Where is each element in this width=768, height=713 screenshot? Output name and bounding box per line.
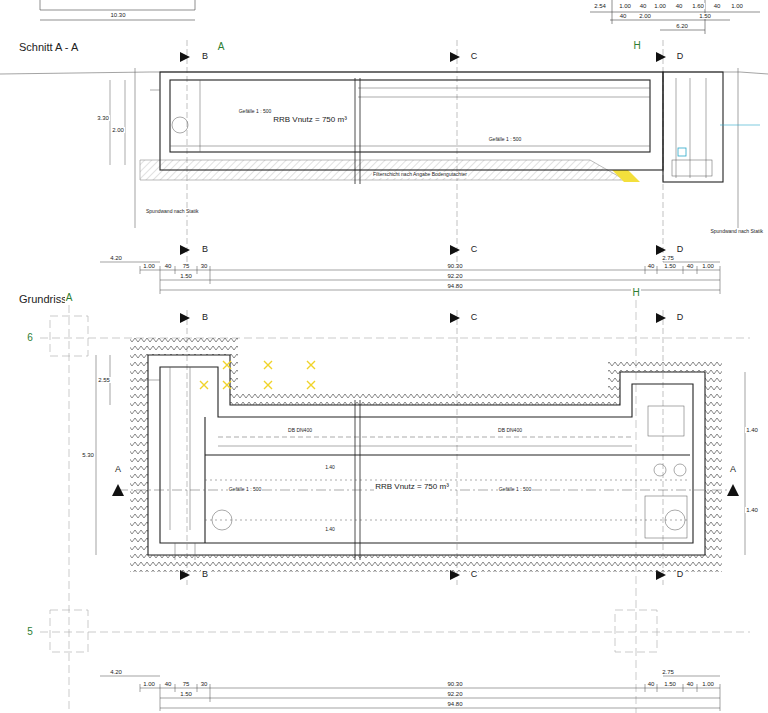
dimension-label: 40 bbox=[647, 263, 656, 269]
section-marker: B bbox=[201, 52, 209, 61]
dimension-label: 40 bbox=[713, 3, 722, 9]
dimension-label: 1.50 bbox=[179, 691, 193, 697]
dimension-label: 30 bbox=[200, 263, 209, 269]
dimension-label: 90.30 bbox=[446, 681, 463, 687]
dimension-label: 1.40 bbox=[324, 465, 336, 470]
dimension-label: 1.50 bbox=[663, 263, 677, 269]
dimension-label: 2.75 bbox=[661, 669, 675, 675]
dimension-label: 1.00 bbox=[730, 3, 744, 9]
text-label: RRB Vnutz = 750 m³ bbox=[374, 483, 450, 491]
dimension-label: 6.20 bbox=[675, 23, 689, 29]
dimension-label: 40 bbox=[639, 3, 648, 9]
dimension-label: 1.00 bbox=[701, 681, 715, 687]
dimension-label: 1.00 bbox=[701, 263, 715, 269]
dimension-label: 1.50 bbox=[179, 273, 193, 279]
dimension-label: 1.00 bbox=[653, 3, 667, 9]
section-marker: D bbox=[676, 245, 685, 254]
section-marker: B bbox=[201, 570, 209, 579]
section-marker: D bbox=[676, 570, 685, 579]
section-marker: H bbox=[631, 288, 640, 299]
dimension-label: 2.75 bbox=[661, 255, 675, 261]
text-label: Gefälle 1 : 500 bbox=[228, 487, 263, 492]
text-label: Spundwand nach Statik bbox=[145, 209, 200, 214]
dimension-label: 40 bbox=[675, 3, 684, 9]
dimension-label: 1.40 bbox=[745, 427, 759, 433]
dimension-label: 40 bbox=[686, 681, 695, 687]
dimension-label: 92.20 bbox=[446, 273, 463, 279]
dimension-label: 94.80 bbox=[446, 283, 463, 289]
dimension-label: 2.55 bbox=[97, 377, 111, 383]
section-marker: H bbox=[632, 41, 641, 52]
section-marker: C bbox=[470, 245, 479, 254]
dimension-label: 1.00 bbox=[618, 3, 632, 9]
section-marker: D bbox=[676, 313, 685, 322]
dimension-label: 90.30 bbox=[446, 263, 463, 269]
dimension-label: 92.20 bbox=[446, 691, 463, 697]
dimension-label: 4.20 bbox=[109, 255, 123, 261]
section-marker: B bbox=[201, 313, 209, 322]
text-label: RRB Vnutz = 750 m³ bbox=[272, 116, 348, 124]
text-label: Grundriss bbox=[18, 294, 68, 306]
section-marker: A bbox=[114, 465, 122, 474]
section-marker: D bbox=[676, 52, 685, 61]
section-marker: A bbox=[217, 42, 226, 53]
dimension-label: 75 bbox=[182, 263, 191, 269]
text-label: Gefälle 1 : 500 bbox=[238, 109, 273, 114]
dimension-label: 1.60 bbox=[691, 3, 705, 9]
section-marker: A bbox=[729, 465, 737, 474]
dimension-label: 1.00 bbox=[142, 681, 156, 687]
dimension-label: 10.30 bbox=[109, 12, 126, 18]
dimension-label: 94.80 bbox=[446, 701, 463, 707]
text-label: DB DN400 bbox=[287, 428, 313, 433]
dimension-label: 40 bbox=[686, 263, 695, 269]
dimension-label: 30 bbox=[200, 681, 209, 687]
grid-number: 5 bbox=[26, 627, 34, 638]
dimension-label: 1.40 bbox=[324, 527, 336, 532]
text-label: Gefälle 1 : 500 bbox=[498, 487, 533, 492]
dimension-label: 2.00 bbox=[638, 13, 652, 19]
dimension-label: 5.30 bbox=[81, 452, 95, 458]
dimension-label: 3.30 bbox=[96, 115, 110, 121]
text-label: Gefälle 1 : 500 bbox=[488, 137, 523, 142]
dimension-label: 75 bbox=[182, 681, 191, 687]
dimension-label: 1.50 bbox=[663, 681, 677, 687]
dimension-label: 40 bbox=[619, 13, 628, 19]
text-label: DB DN400 bbox=[497, 428, 523, 433]
section-marker: A bbox=[65, 293, 74, 304]
dimension-label: 2.00 bbox=[111, 127, 125, 133]
dimension-label: 2.54 bbox=[593, 3, 607, 9]
section-marker: C bbox=[470, 313, 479, 322]
section-marker: C bbox=[470, 52, 479, 61]
text-label: Spundwand nach Statik bbox=[709, 229, 764, 234]
section-marker: B bbox=[201, 245, 209, 254]
section-marker: C bbox=[470, 570, 479, 579]
text-label: Schnitt A - A bbox=[18, 42, 79, 54]
dimension-label: 1.50 bbox=[698, 13, 712, 19]
dimension-label: 4.20 bbox=[109, 669, 123, 675]
dimension-label: 40 bbox=[164, 681, 173, 687]
dimension-label: 1.00 bbox=[142, 263, 156, 269]
text-label: Filterschicht nach Angabe Bodengutachter bbox=[372, 172, 468, 177]
dimension-label: 40 bbox=[164, 263, 173, 269]
dimension-label: 1.40 bbox=[745, 507, 759, 513]
dimension-label: 40 bbox=[647, 681, 656, 687]
grid-number: 6 bbox=[26, 333, 34, 344]
